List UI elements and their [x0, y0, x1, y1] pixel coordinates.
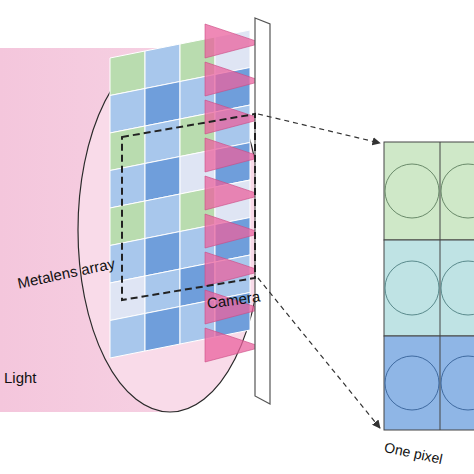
pixel-zoom: [384, 142, 474, 430]
metalens-cell: [145, 307, 180, 352]
metalens-circle: [441, 164, 474, 218]
camera-sensor: [255, 18, 270, 404]
part-label: One pixel: [383, 440, 444, 467]
pixel-cell: [384, 336, 474, 430]
metalens-cell: [145, 119, 180, 164]
metalens-cell: [110, 276, 145, 321]
metalens-circle: [385, 356, 439, 410]
part-label: Light: [4, 370, 37, 387]
metalens-circle: [385, 261, 439, 315]
metalens-cell: [110, 164, 145, 209]
pixel-cell: [384, 142, 474, 240]
metalens-cell: [110, 239, 145, 284]
focus-cones: [205, 24, 262, 362]
focus-cone: [205, 24, 262, 58]
metalens-cell: [110, 51, 145, 96]
focus-cone: [205, 176, 262, 210]
metalens-cell: [145, 44, 180, 89]
pixel-divider: [440, 142, 441, 430]
beam-ellipse: [78, 48, 262, 412]
metalens-cell: [110, 89, 145, 134]
metalens-cell: [145, 82, 180, 127]
metalens-cell: [110, 314, 145, 359]
light-beam: [0, 48, 262, 412]
metalens-circle: [441, 261, 474, 315]
metalens-circle: [385, 164, 439, 218]
focus-cone: [205, 138, 262, 172]
zoom-line: [258, 278, 380, 428]
pixel-cell: [384, 240, 474, 336]
focus-cone: [205, 214, 262, 248]
metalens-cell: [110, 201, 145, 246]
metalens-circle: [441, 356, 474, 410]
focus-cone: [205, 62, 262, 96]
focus-cone: [205, 328, 262, 362]
selection-box: [122, 114, 255, 300]
metalens-cell: [110, 126, 145, 171]
metalens-cell: [145, 232, 180, 277]
metalens-cell: [145, 194, 180, 239]
zoom-line: [258, 114, 380, 143]
metalens-cell: [145, 157, 180, 202]
